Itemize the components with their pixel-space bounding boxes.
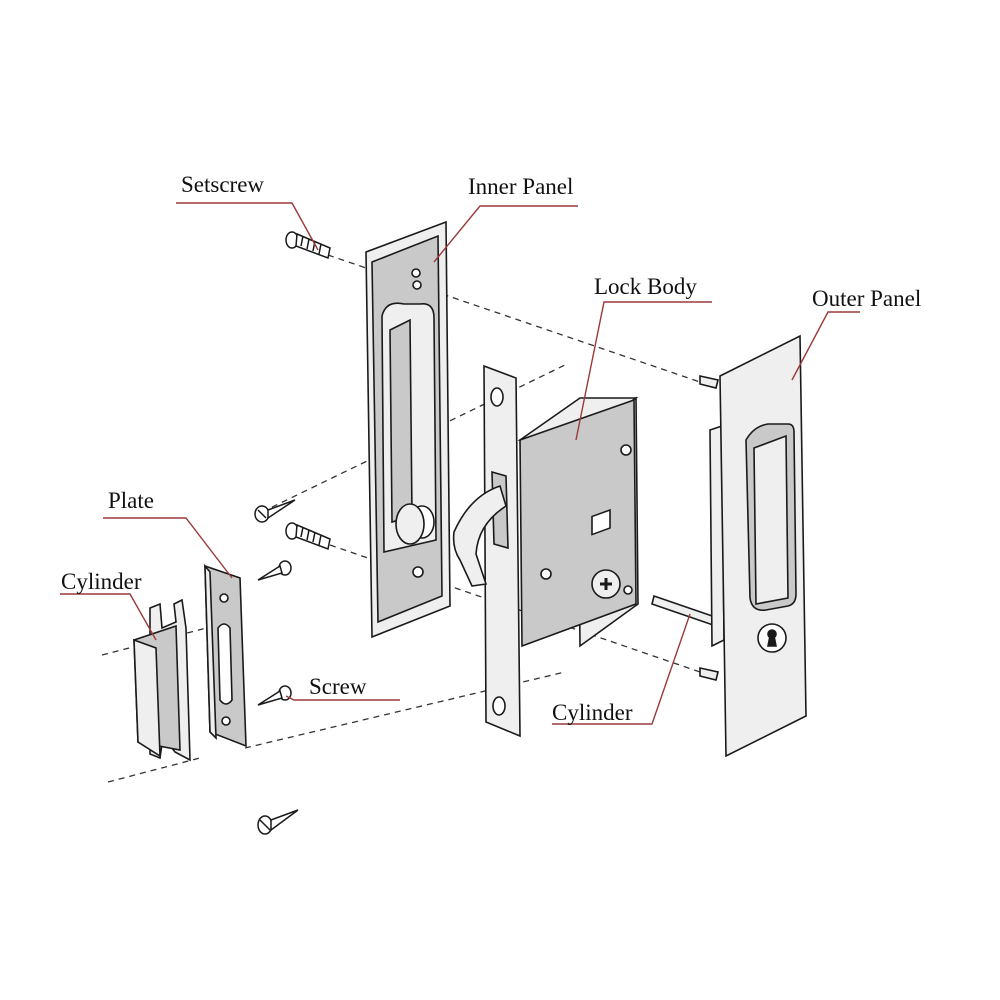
label-cylinder-right: Cylinder — [552, 700, 633, 725]
plate — [204, 563, 247, 748]
label-cylinder-left: Cylinder — [61, 569, 142, 594]
setscrew-bottom — [285, 522, 331, 551]
face-plate — [452, 364, 521, 738]
cylinder-block-left — [133, 598, 191, 762]
labels: Setscrew Inner Panel Lock Body Outer Pan… — [61, 172, 921, 725]
leader-lines — [60, 202, 860, 725]
inner-panel — [365, 220, 451, 639]
screw-1 — [254, 499, 296, 523]
setscrew-top — [285, 231, 331, 260]
label-inner-panel: Inner Panel — [468, 174, 573, 199]
screw-4 — [257, 809, 299, 835]
outer-panel — [699, 334, 807, 758]
label-lock-body: Lock Body — [594, 274, 697, 299]
screw-3 — [257, 685, 292, 706]
label-screw: Screw — [309, 674, 367, 699]
screw-2 — [257, 560, 292, 581]
label-setscrew: Setscrew — [181, 172, 264, 197]
label-plate: Plate — [108, 488, 154, 513]
label-outer-panel: Outer Panel — [812, 286, 921, 311]
lock-body — [517, 396, 639, 648]
